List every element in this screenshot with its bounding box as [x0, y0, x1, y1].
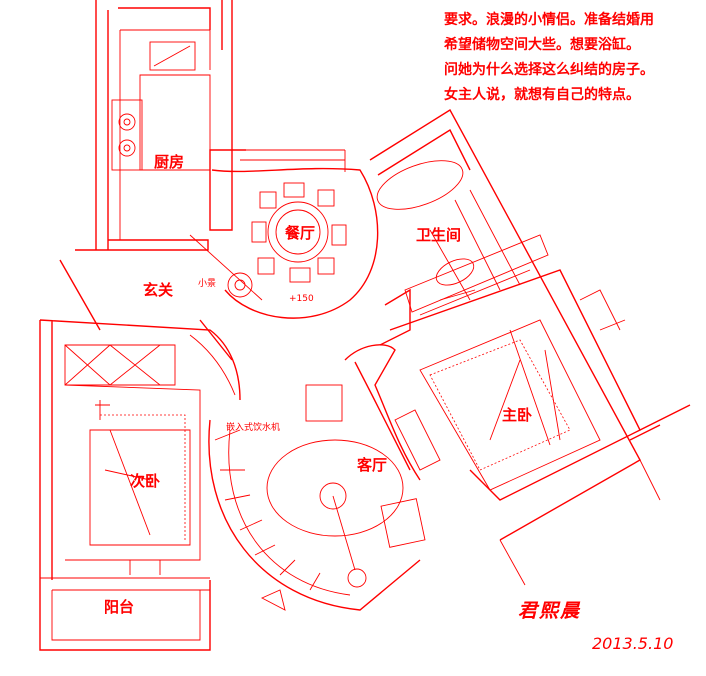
bathroom-walls	[369, 109, 641, 541]
design-note: 要求。浪漫的小情侣。准备结婚用 希望储物空间大些。想要浴缸。 问她为什么选择这么…	[444, 8, 699, 108]
balcony-label: 阳台	[104, 598, 134, 616]
kitchen-walls	[95, 0, 346, 251]
second-bedroom-walls	[39, 319, 241, 591]
water-dispenser-label: 嵌入式饮水机	[226, 421, 280, 433]
living-room-label: 客厅	[356, 456, 387, 474]
master-bedroom-walls	[389, 269, 691, 586]
designer-signature: 君熙晨	[518, 600, 582, 622]
master-bedroom-label: 主卧	[502, 406, 532, 424]
kitchen-label: 厨房	[154, 153, 184, 171]
second-bedroom-label: 次卧	[130, 472, 160, 490]
drawing-date: 2013.5.10	[592, 634, 674, 653]
entrance-walls	[59, 249, 236, 396]
corridor-walls	[344, 344, 421, 481]
small-plant-label: 小景	[198, 278, 216, 289]
note-line: 要求。浪漫的小情侣。准备结婚用	[444, 12, 654, 28]
bathroom-label: 卫生间	[416, 226, 461, 244]
note-line: 女主人说，就想有自己的特点。	[444, 87, 640, 103]
living-room	[208, 384, 426, 611]
dining-label: 餐厅	[285, 224, 315, 242]
dining-area	[189, 167, 379, 319]
elevation-label: +150	[289, 294, 314, 304]
note-line: 问她为什么选择这么纠结的房子。	[444, 62, 654, 78]
entrance-label: 玄关	[143, 281, 173, 299]
balcony-walls	[39, 580, 211, 651]
note-line: 希望储物空间大些。想要浴缸。	[444, 37, 640, 53]
